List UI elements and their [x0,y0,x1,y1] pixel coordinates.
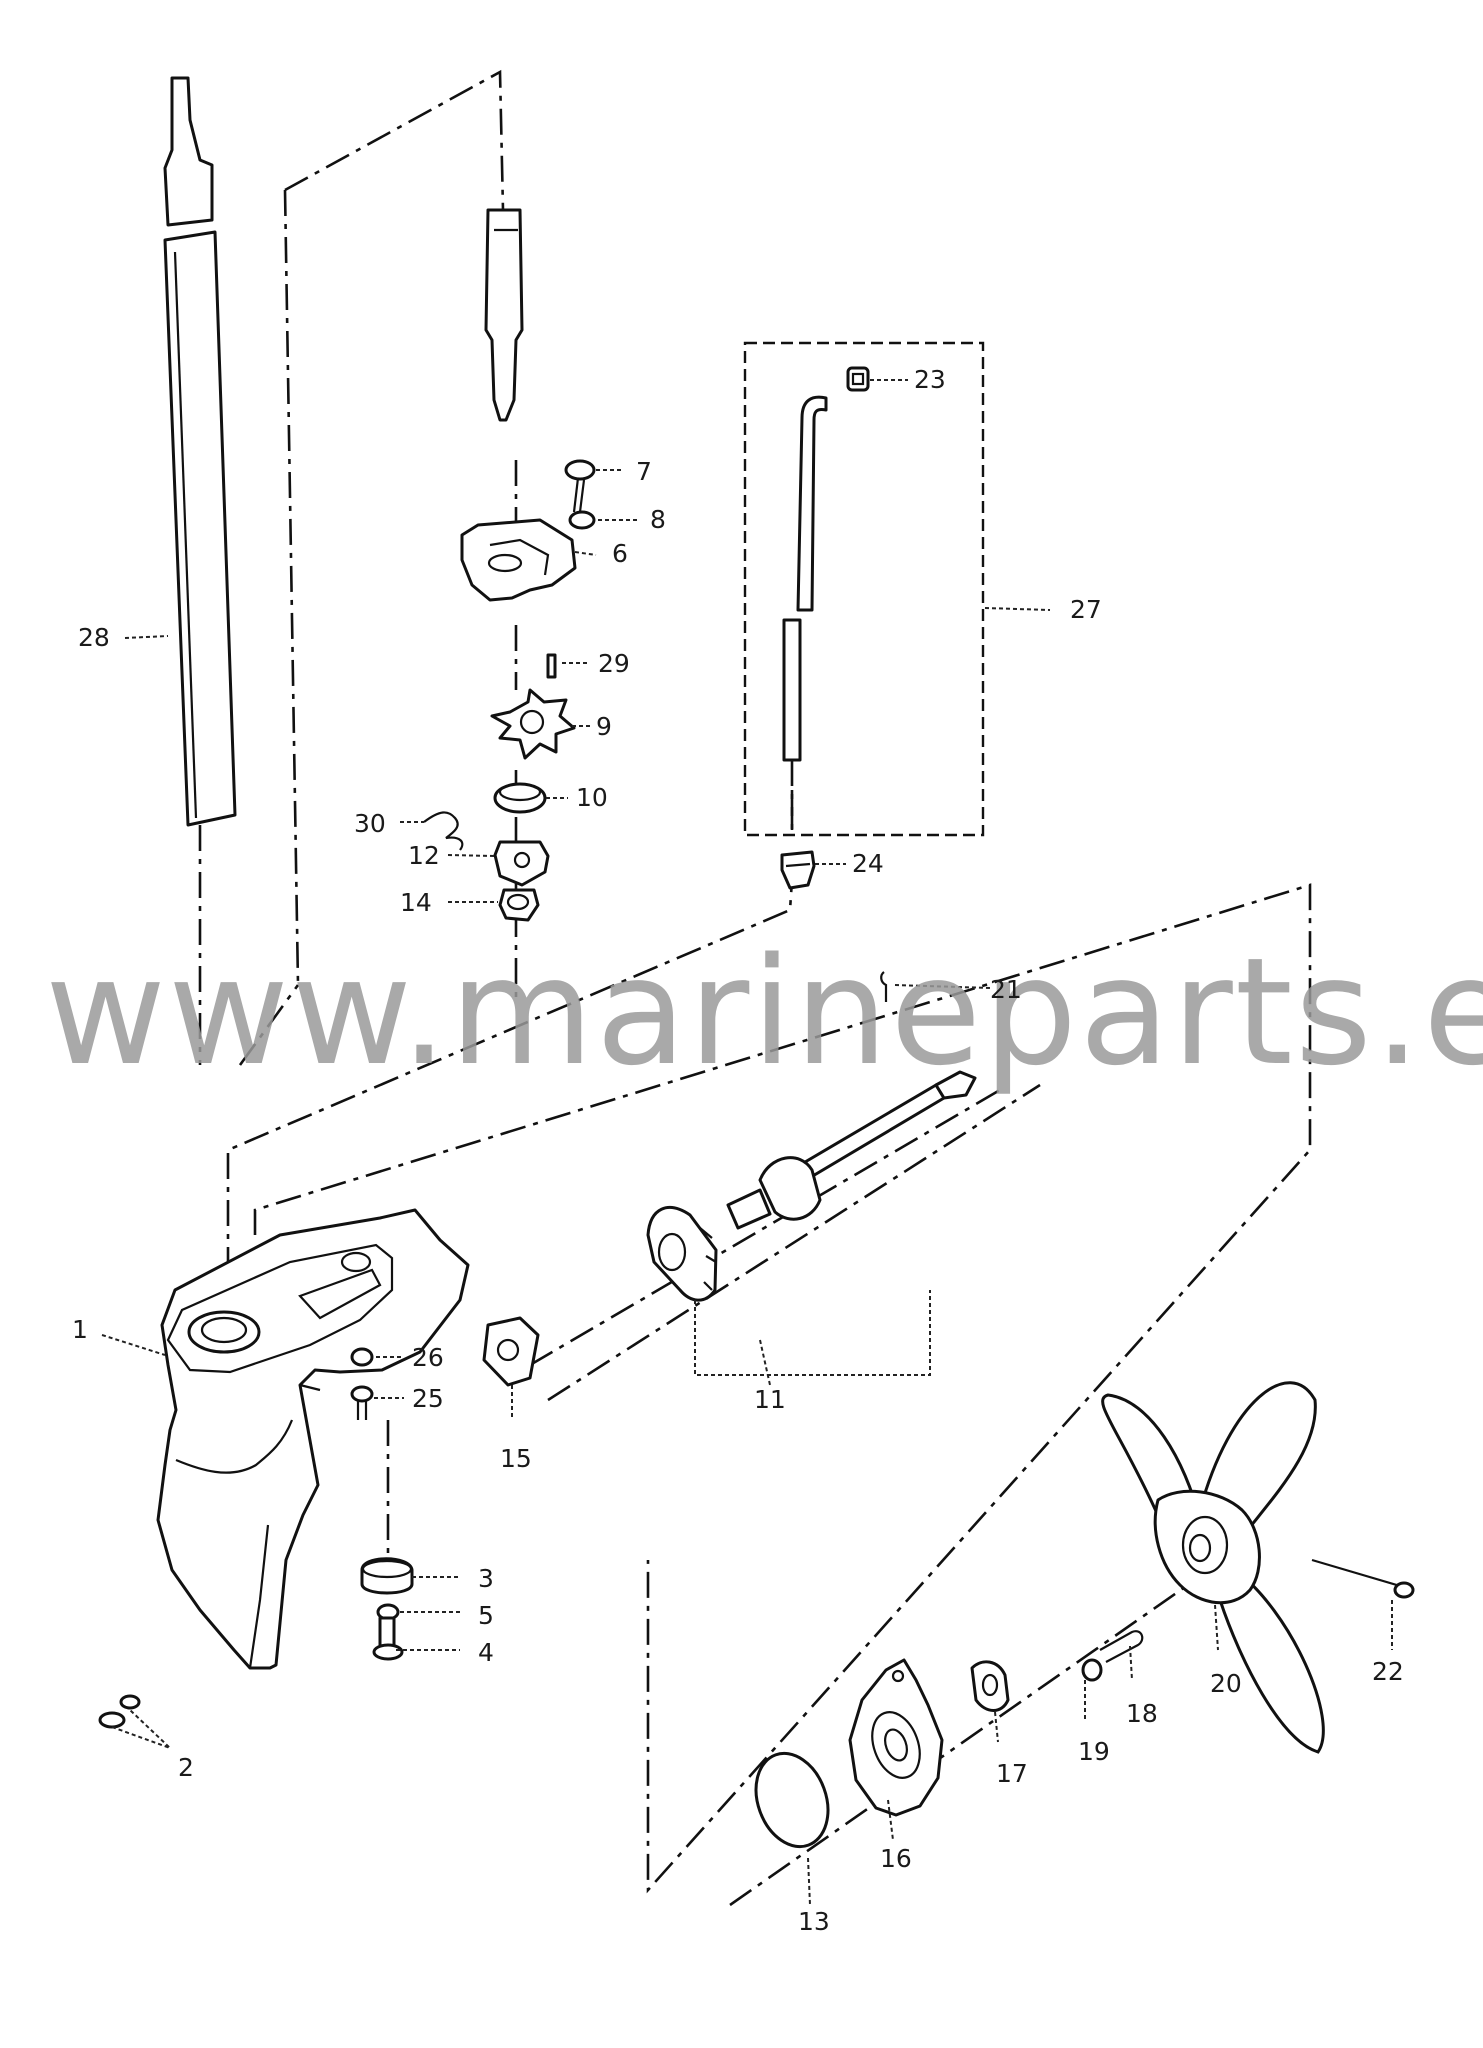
thrust-washer-part-15 [482,1316,540,1387]
label-part-10: 10 [576,783,608,812]
label-part-17: 17 [996,1759,1028,1788]
bolt-part-25 [350,1385,374,1420]
plug-part-4 [372,1616,404,1661]
label-part-11: 11 [754,1385,786,1414]
label-part-26: 26 [412,1343,444,1372]
label-part-14: 14 [400,888,432,917]
washer-part-26 [350,1347,374,1367]
part-number-labels: 1 2 3 4 5 6 7 8 9 10 11 12 13 14 15 16 1… [72,365,1404,1936]
watermark: www.marineparts.eu [45,926,1483,1098]
label-part-15: 15 [500,1444,532,1473]
label-part-18: 18 [1126,1699,1158,1728]
label-part-24: 24 [852,849,884,878]
label-part-7: 7 [636,457,652,486]
pin-part-21 [880,971,888,1002]
propeller-part-20 [1101,1381,1325,1754]
label-part-1: 1 [72,1315,88,1344]
water-pump-housing-part-6 [460,518,577,602]
label-part-5: 5 [478,1601,494,1630]
thrust-washer-part-17 [970,1660,1010,1712]
impeller-part-9 [490,688,576,760]
grommet-part-23 [846,366,870,392]
label-part-20: 20 [1210,1669,1242,1698]
label-part-25: 25 [412,1384,444,1413]
label-part-13: 13 [798,1907,830,1936]
label-part-21: 21 [990,975,1022,1004]
label-part-4: 4 [478,1638,494,1667]
bearing-carrier-part-16 [848,1658,944,1817]
gearcase-part-1 [156,1208,470,1670]
boot-part-24 [780,850,816,890]
label-part-2: 2 [178,1753,194,1782]
cotter-pin-part-30 [423,811,464,851]
label-part-12: 12 [408,841,440,870]
propeller-shaft-assembly-part-11 [646,1070,977,1302]
leader-lines [101,379,1393,1906]
label-part-16: 16 [880,1844,912,1873]
label-part-27: 27 [1070,595,1102,624]
impeller-cup-part-10 [493,782,547,814]
drive-shaft [484,208,524,422]
key-part-29 [546,653,557,679]
label-part-30: 30 [354,809,386,838]
pump-plate-part-12 [493,840,550,887]
washer-part-19 [1081,1658,1103,1682]
plug-part-3 [360,1557,414,1595]
shear-pin-part-22 [1311,1558,1415,1599]
label-part-8: 8 [650,505,666,534]
driveshaft-tube-part-28 [163,76,237,827]
label-part-23: 23 [914,365,946,394]
label-part-6: 6 [612,539,628,568]
label-part-3: 3 [478,1564,494,1593]
screw-part-7 [564,459,596,513]
cotter-pin-part-18 [1099,1630,1144,1663]
screws-part-2 [98,1694,141,1729]
o-ring-part-13 [754,1751,830,1849]
shift-rod-assembly-box-part-27 [743,341,985,837]
label-part-9: 9 [596,712,612,741]
seal-part-14 [498,888,540,922]
label-part-28: 28 [78,623,110,652]
label-part-22: 22 [1372,1657,1404,1686]
label-part-19: 19 [1078,1737,1110,1766]
washer-part-8 [568,510,596,530]
label-part-29: 29 [598,649,630,678]
